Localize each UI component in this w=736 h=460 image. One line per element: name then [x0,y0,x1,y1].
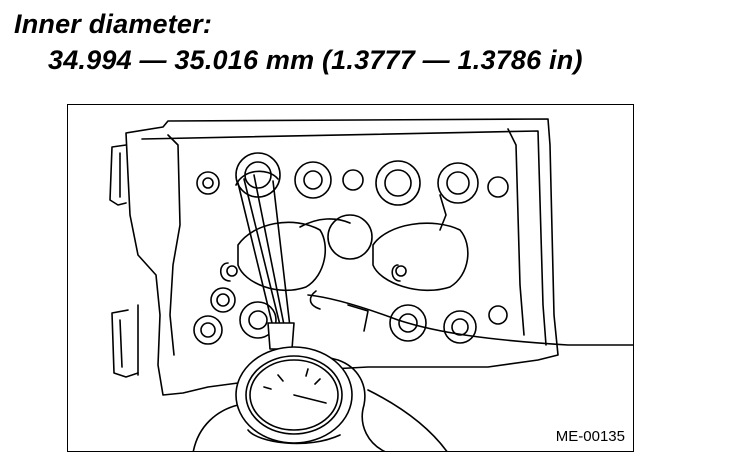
cylinder-head-measurement-illustration [109,118,633,451]
inner-diameter-spec: 34.994 — 35.016 mm (1.3777 — 1.3786 in) [48,45,583,75]
cylinder-head-outline [109,118,559,396]
cylinder-head-ports [193,152,509,345]
spec-heading: Inner diameter: [14,9,213,39]
bore-gauge-illustration [235,170,353,445]
illustration-frame: ME-00135 [67,104,634,452]
figure-id-label: ME-00135 [555,428,625,445]
